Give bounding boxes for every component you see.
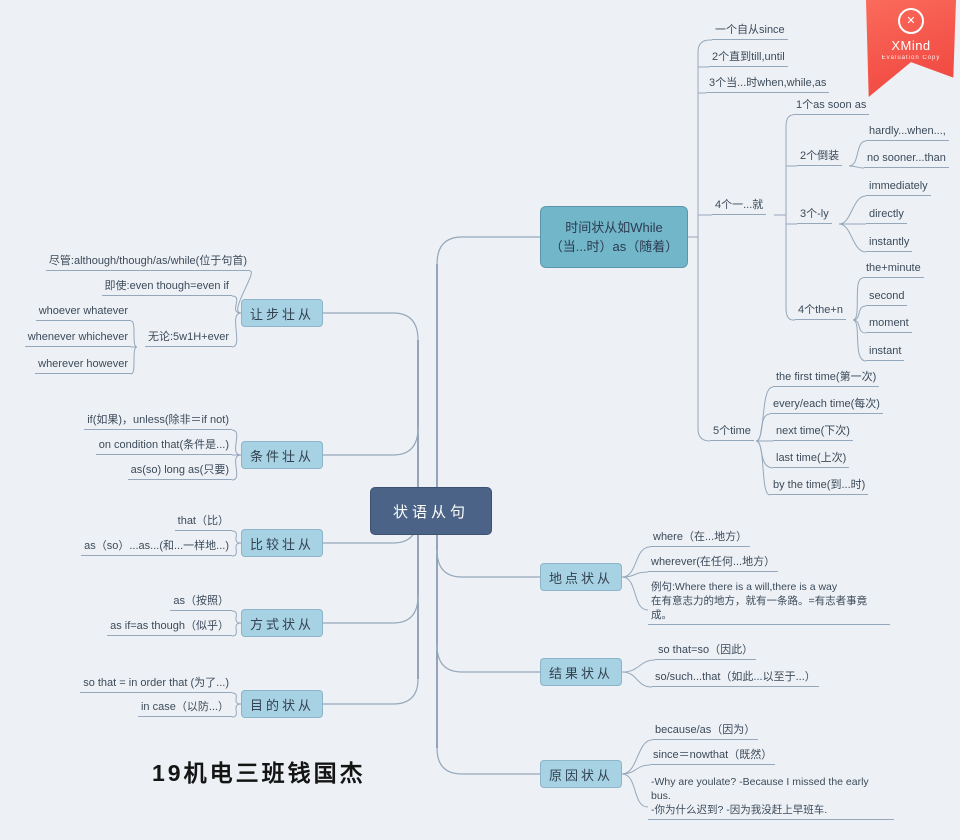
topic-immediately[interactable]: immediately [866, 178, 931, 196]
topic-where[interactable]: where（在...地方） [650, 529, 751, 547]
topic-time-four[interactable]: 4个一...就 [712, 197, 767, 215]
topic-condition[interactable]: 条件壮从 [241, 441, 323, 469]
topic-result[interactable]: 结果状从 [540, 658, 622, 686]
topic-whoever-whatever[interactable]: whoever whatever [35, 303, 131, 321]
topic-that-than[interactable]: that（比） [174, 513, 232, 531]
close-glyph: ✕ [906, 14, 916, 27]
topic-in-case[interactable]: in case（以防...） [137, 699, 232, 717]
topic-hardly-when[interactable]: hardly...when..., [866, 123, 949, 141]
topic-instantly[interactable]: instantly [866, 234, 913, 252]
topic-second[interactable]: second [866, 288, 908, 306]
topic-instant[interactable]: instant [866, 343, 905, 361]
topic-time-four-then[interactable]: 4个the+n [795, 302, 846, 320]
close-icon[interactable]: ✕ [898, 8, 924, 34]
topic-time-four-ly[interactable]: 3个-ly [797, 206, 832, 224]
topic-time-four-assoonas[interactable]: 1个as soon as [793, 97, 870, 115]
topic-place[interactable]: 地点状从 [540, 563, 622, 591]
topic-last-time[interactable]: last time(上次) [773, 450, 850, 468]
topic-since-nowthat[interactable]: since＝nowthat（既然） [650, 747, 776, 765]
topic-although[interactable]: 尽管:although/though/as/while(位于句首) [45, 253, 250, 271]
topic-reason[interactable]: 原因状从 [540, 760, 622, 788]
topic-time-line1: 时间状从如While [565, 220, 663, 235]
topic-on-condition-that[interactable]: on condition that(条件是...) [95, 437, 232, 455]
topic-time-till[interactable]: 2个直到till,until [709, 49, 788, 67]
topic-wulun-5w1h[interactable]: 无论:5w1H+ever [144, 329, 232, 347]
place-example-line2: 在有意志力的地方，就有一条路。=有志者事竟成。 [651, 595, 868, 621]
topic-whenever-whichever[interactable]: whenever whichever [24, 329, 131, 347]
topic-reason-example[interactable]: -Why are youlate? -Because I missed the … [648, 775, 894, 820]
topic-place-example[interactable]: 例句:Where there is a will,there is a way … [648, 580, 890, 625]
brand-logo-text: XMind [891, 38, 931, 53]
topic-so-that-so[interactable]: so that=so（因此） [655, 642, 757, 660]
topic-manner[interactable]: 方式状从 [241, 609, 323, 637]
place-example-line1: 例句:Where there is a will,there is a way [651, 581, 838, 593]
topic-time-four-inversion[interactable]: 2个倒装 [797, 148, 843, 166]
topic-moment[interactable]: moment [866, 315, 912, 333]
topic-as-manner[interactable]: as（按照） [170, 593, 232, 611]
topic-concession[interactable]: 让步壮从 [241, 299, 323, 327]
topic-as-if-as-though[interactable]: as if=as though（似乎） [107, 618, 232, 636]
topic-directly[interactable]: directly [866, 206, 907, 224]
topic-purpose[interactable]: 目的状从 [241, 690, 323, 718]
brand-tagline: Evaluation Copy [881, 55, 941, 61]
topic-no-sooner-than[interactable]: no sooner...than [864, 150, 949, 168]
topic-next-time[interactable]: next time(下次) [773, 423, 853, 441]
topic-time-five[interactable]: 5个time [710, 423, 754, 441]
topic-as-so-as[interactable]: as（so）...as...(和...一样地...) [81, 538, 232, 556]
topic-wherever-however[interactable]: wherever however [35, 356, 131, 374]
topic-comparison[interactable]: 比较壮从 [241, 529, 323, 557]
topic-root[interactable]: 状语从句 [370, 487, 492, 535]
reason-example-line1: -Why are youlate? -Because I missed the … [651, 776, 869, 802]
topic-the-minute[interactable]: the+minute [863, 260, 924, 278]
reason-example-line2: -你为什么迟到? -因为我没赶上早班车. [651, 804, 828, 816]
topic-wherever-place[interactable]: wherever(在任何...地方） [648, 554, 779, 572]
topic-so-such-that[interactable]: so/such...that（如此...以至于...） [652, 669, 819, 687]
topic-by-the-time[interactable]: by the time(到...时) [770, 477, 869, 495]
topic-even-if[interactable]: 即使:even though=even if [101, 278, 232, 296]
topic-time-line2: （当...时）as（随着） [549, 239, 679, 254]
topic-so-that-in-order-that[interactable]: so that = in order that (为了...) [80, 675, 232, 693]
topic-because-as[interactable]: because/as（因为） [652, 722, 759, 740]
author-signature[interactable]: 19机电三班钱国杰 [152, 760, 366, 786]
topic-as-long-as[interactable]: as(so) long as(只要) [127, 462, 232, 480]
topic-first-time[interactable]: the first time(第一次) [773, 369, 880, 387]
topic-time-when[interactable]: 3个当...时when,while,as [706, 75, 830, 93]
topic-time[interactable]: 时间状从如While （当...时）as（随着） [540, 206, 688, 268]
topic-if-unless[interactable]: if(如果)，unless(除非＝if not) [84, 412, 232, 430]
topic-time-since[interactable]: 一个自从since [712, 22, 788, 40]
topic-every-time[interactable]: every/each time(每次) [770, 396, 883, 414]
